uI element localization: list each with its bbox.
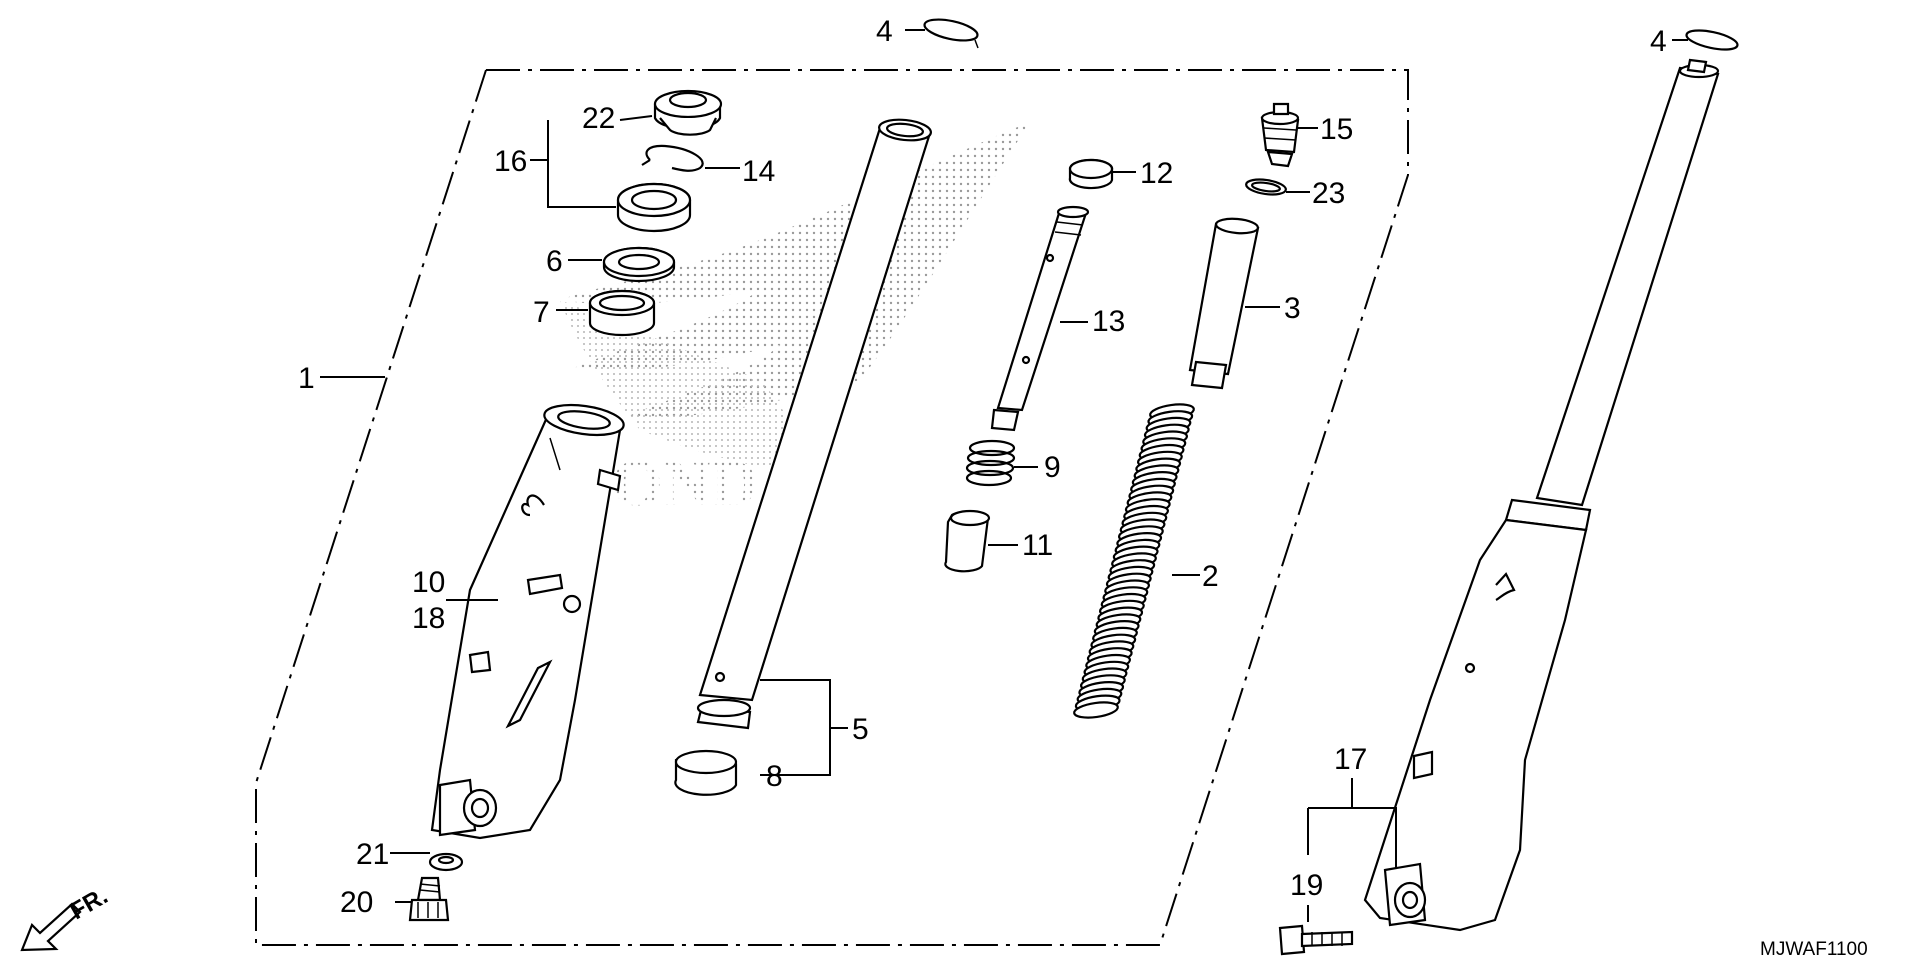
part-8-bushing <box>674 749 738 796</box>
callout-18: 18 <box>412 602 445 635</box>
part-2-fork-spring <box>1073 403 1195 719</box>
part-12-ring <box>1068 158 1114 190</box>
drawing-code: MJWAF1100 <box>1760 939 1868 960</box>
assembly-boundary <box>255 69 1409 946</box>
part-15-fork-bolt <box>1260 102 1300 168</box>
callout-22: 22 <box>582 102 615 135</box>
callout-23: 23 <box>1312 177 1345 210</box>
callout-10: 10 <box>412 566 445 599</box>
right-fork-assembly <box>1363 29 1739 932</box>
part-11-oil-lock-piece <box>944 509 991 573</box>
part-10-fork-slider <box>430 403 625 840</box>
callout-3: 3 <box>1284 292 1301 325</box>
callout-11: 11 <box>1022 529 1053 562</box>
part-6-washer <box>602 246 676 283</box>
part-20-socket-bolt <box>408 876 450 922</box>
part-22-dust-seal <box>653 89 723 136</box>
callout-2: 2 <box>1202 560 1219 593</box>
part-4-ring-top <box>923 18 979 49</box>
callout-4-top-left: 4 <box>876 15 893 48</box>
part-19-flange-bolt <box>1278 924 1354 956</box>
part-9-rebound-spring <box>965 439 1016 487</box>
callout-12: 12 <box>1140 157 1173 190</box>
part-5-fork-pipe <box>696 118 932 730</box>
callout-5: 5 <box>852 713 869 746</box>
part-16-oil-seal <box>616 182 692 233</box>
callout-labels: 4 4 1 22 16 14 6 7 13 3 12 15 23 9 11 2 … <box>298 15 1868 960</box>
spring-coil <box>1073 701 1119 719</box>
callout-6: 6 <box>546 245 563 278</box>
part-3-spacer <box>1188 217 1260 390</box>
part-7-slide-bushing <box>588 289 656 337</box>
callout-14: 14 <box>742 155 775 188</box>
callout-20: 20 <box>340 886 373 919</box>
callout-19: 19 <box>1290 869 1323 902</box>
callout-7: 7 <box>533 296 550 329</box>
callout-15: 15 <box>1320 113 1353 146</box>
callout-1: 1 <box>298 362 315 395</box>
callout-9: 9 <box>1044 451 1061 484</box>
callout-21: 21 <box>356 838 389 871</box>
part-13-damper-rod <box>990 205 1090 432</box>
front-direction-arrow: FR. <box>20 882 112 952</box>
callout-4-top-right: 4 <box>1650 25 1667 58</box>
part-23-o-ring <box>1245 178 1287 196</box>
leader-lines <box>320 29 1688 922</box>
part-21-washer <box>428 852 464 872</box>
callout-8: 8 <box>766 760 783 793</box>
callout-17: 17 <box>1334 743 1367 776</box>
callout-13: 13 <box>1092 305 1125 338</box>
part-14-stop-ring <box>641 144 704 172</box>
callout-16: 16 <box>494 145 527 178</box>
